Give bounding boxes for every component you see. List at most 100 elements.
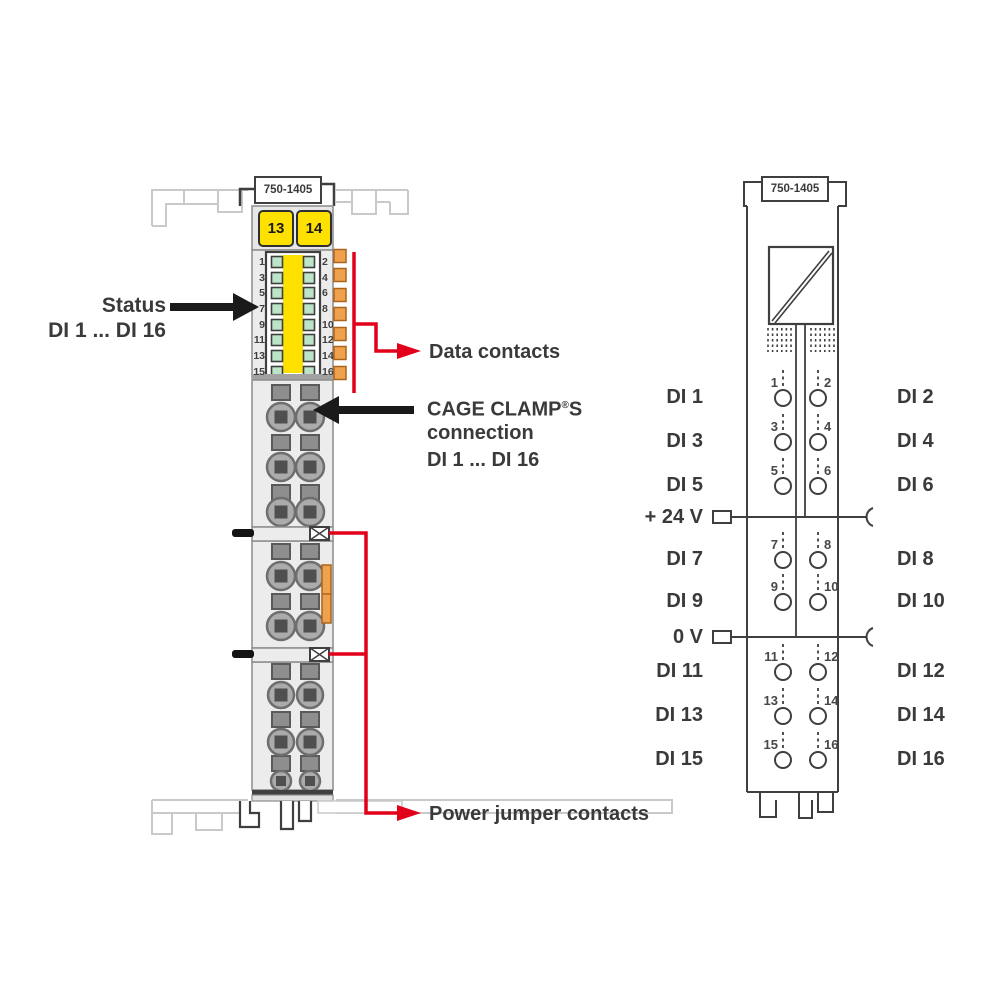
data-contacts-label: Data contacts — [429, 341, 561, 363]
led — [270, 271, 284, 285]
terminal-number-6: 6 — [824, 463, 832, 478]
terminal-circle — [809, 751, 827, 769]
channel-label-di-6: DI 6 — [897, 474, 934, 496]
terminal-circle — [809, 433, 827, 451]
led — [302, 286, 316, 300]
channel-label-di-16: DI 16 — [897, 748, 945, 770]
terminal-circle — [774, 433, 792, 451]
data-contact — [333, 365, 347, 381]
locking-latch — [321, 564, 332, 624]
led — [270, 349, 284, 363]
terminal-circle — [774, 551, 792, 569]
clamp-hole — [303, 569, 317, 583]
terminal-number-10: 10 — [824, 579, 839, 594]
clamp-hole — [274, 505, 288, 519]
led-number-left-13: 13 — [253, 350, 265, 362]
terminal-number-5: 5 — [770, 463, 778, 478]
registered-mark: ® — [561, 400, 569, 411]
led-number-left-11: 11 — [253, 334, 265, 346]
clamp-hole — [303, 505, 317, 519]
data-contact — [333, 345, 347, 361]
terminal-circle — [774, 593, 792, 611]
actuation-opening — [300, 711, 320, 728]
release-pin-upper — [232, 529, 254, 537]
cage-clamp-suffix: S — [568, 398, 583, 421]
terminal-number-13: 13 — [763, 693, 778, 708]
channel-label-di-11: DI 11 — [656, 660, 703, 682]
terminal-number-15: 15 — [763, 737, 778, 752]
actuation-opening — [300, 755, 320, 772]
data-contacts-pointer — [352, 252, 421, 393]
terminal-number-1: 1 — [770, 375, 778, 390]
data-contact — [333, 267, 347, 283]
led — [270, 286, 284, 300]
clamp-hole — [276, 776, 286, 786]
data-contact — [333, 326, 347, 342]
led — [302, 271, 316, 285]
terminal-number-8: 8 — [824, 537, 832, 552]
led-number-right-6: 6 — [322, 287, 328, 299]
channel-label-di-10: DI 10 — [897, 590, 945, 612]
power-rail-24v-line — [712, 507, 874, 527]
channel-label-di-12: DI 12 — [897, 660, 945, 682]
data-contacts — [333, 248, 347, 381]
terminal-number-16: 16 — [824, 737, 839, 752]
led — [270, 302, 284, 316]
power-rail-0v-line — [712, 627, 874, 647]
led-number-left-15: 15 — [253, 366, 265, 378]
actuation-opening — [300, 543, 320, 560]
actuation-opening — [271, 593, 291, 610]
yellow-button-13: 13 — [258, 210, 294, 247]
clamp-hole — [274, 688, 288, 702]
left-module-part-number: 750-1405 — [254, 176, 322, 204]
channel-label-di-4: DI 4 — [897, 430, 934, 452]
clamp-hole — [303, 688, 317, 702]
actuation-opening — [300, 593, 320, 610]
din-rail-top — [151, 189, 409, 227]
actuation-opening — [300, 663, 320, 680]
led-number-left-7: 7 — [259, 303, 265, 315]
terminal-circle — [774, 663, 792, 681]
electronics-box — [767, 245, 835, 326]
led-number-right-8: 8 — [322, 303, 328, 315]
terminal-number-7: 7 — [770, 537, 778, 552]
clamp-hole — [305, 776, 315, 786]
clamp-hole — [274, 569, 288, 583]
terminal-circle — [809, 593, 827, 611]
terminal-circle — [774, 751, 792, 769]
channel-label-di-8: DI 8 — [897, 548, 934, 570]
internal-bus-lines — [795, 324, 806, 637]
led-number-right-4: 4 — [322, 272, 328, 284]
channel-label-di-15: DI 15 — [655, 748, 703, 770]
status-label-line2: DI 1 ... DI 16 — [48, 319, 166, 342]
terminal-number-2: 2 — [824, 375, 832, 390]
clamp-hole — [303, 410, 317, 424]
terminal-circle — [809, 707, 827, 725]
actuation-opening — [271, 384, 291, 401]
channel-label-di-2: DI 2 — [897, 386, 934, 408]
status-label-line1: Status — [101, 294, 166, 317]
terminal-circle — [774, 477, 792, 495]
power-jumper-contact-lower — [309, 647, 330, 662]
status-leds — [270, 255, 316, 379]
actuation-opening — [300, 384, 320, 401]
release-pin-lower — [232, 650, 254, 658]
actuation-opening — [271, 434, 291, 451]
din-rail-bottom — [151, 799, 673, 835]
led — [302, 333, 316, 347]
led — [270, 255, 284, 269]
actuation-opening — [300, 434, 320, 451]
clamp-hole — [303, 460, 317, 474]
mounting-feet — [238, 801, 313, 831]
clamp-hole — [303, 735, 317, 749]
cage-clamp-label-line3: DI 1 ... DI 16 — [427, 449, 540, 471]
terminal-number-12: 12 — [824, 649, 839, 664]
terminal-circle — [809, 477, 827, 495]
wire-hatch-marks — [767, 328, 835, 352]
led — [302, 349, 316, 363]
led — [270, 318, 284, 332]
led-number-left-9: 9 — [259, 319, 265, 331]
channel-label-di-9: DI 9 — [666, 590, 703, 612]
